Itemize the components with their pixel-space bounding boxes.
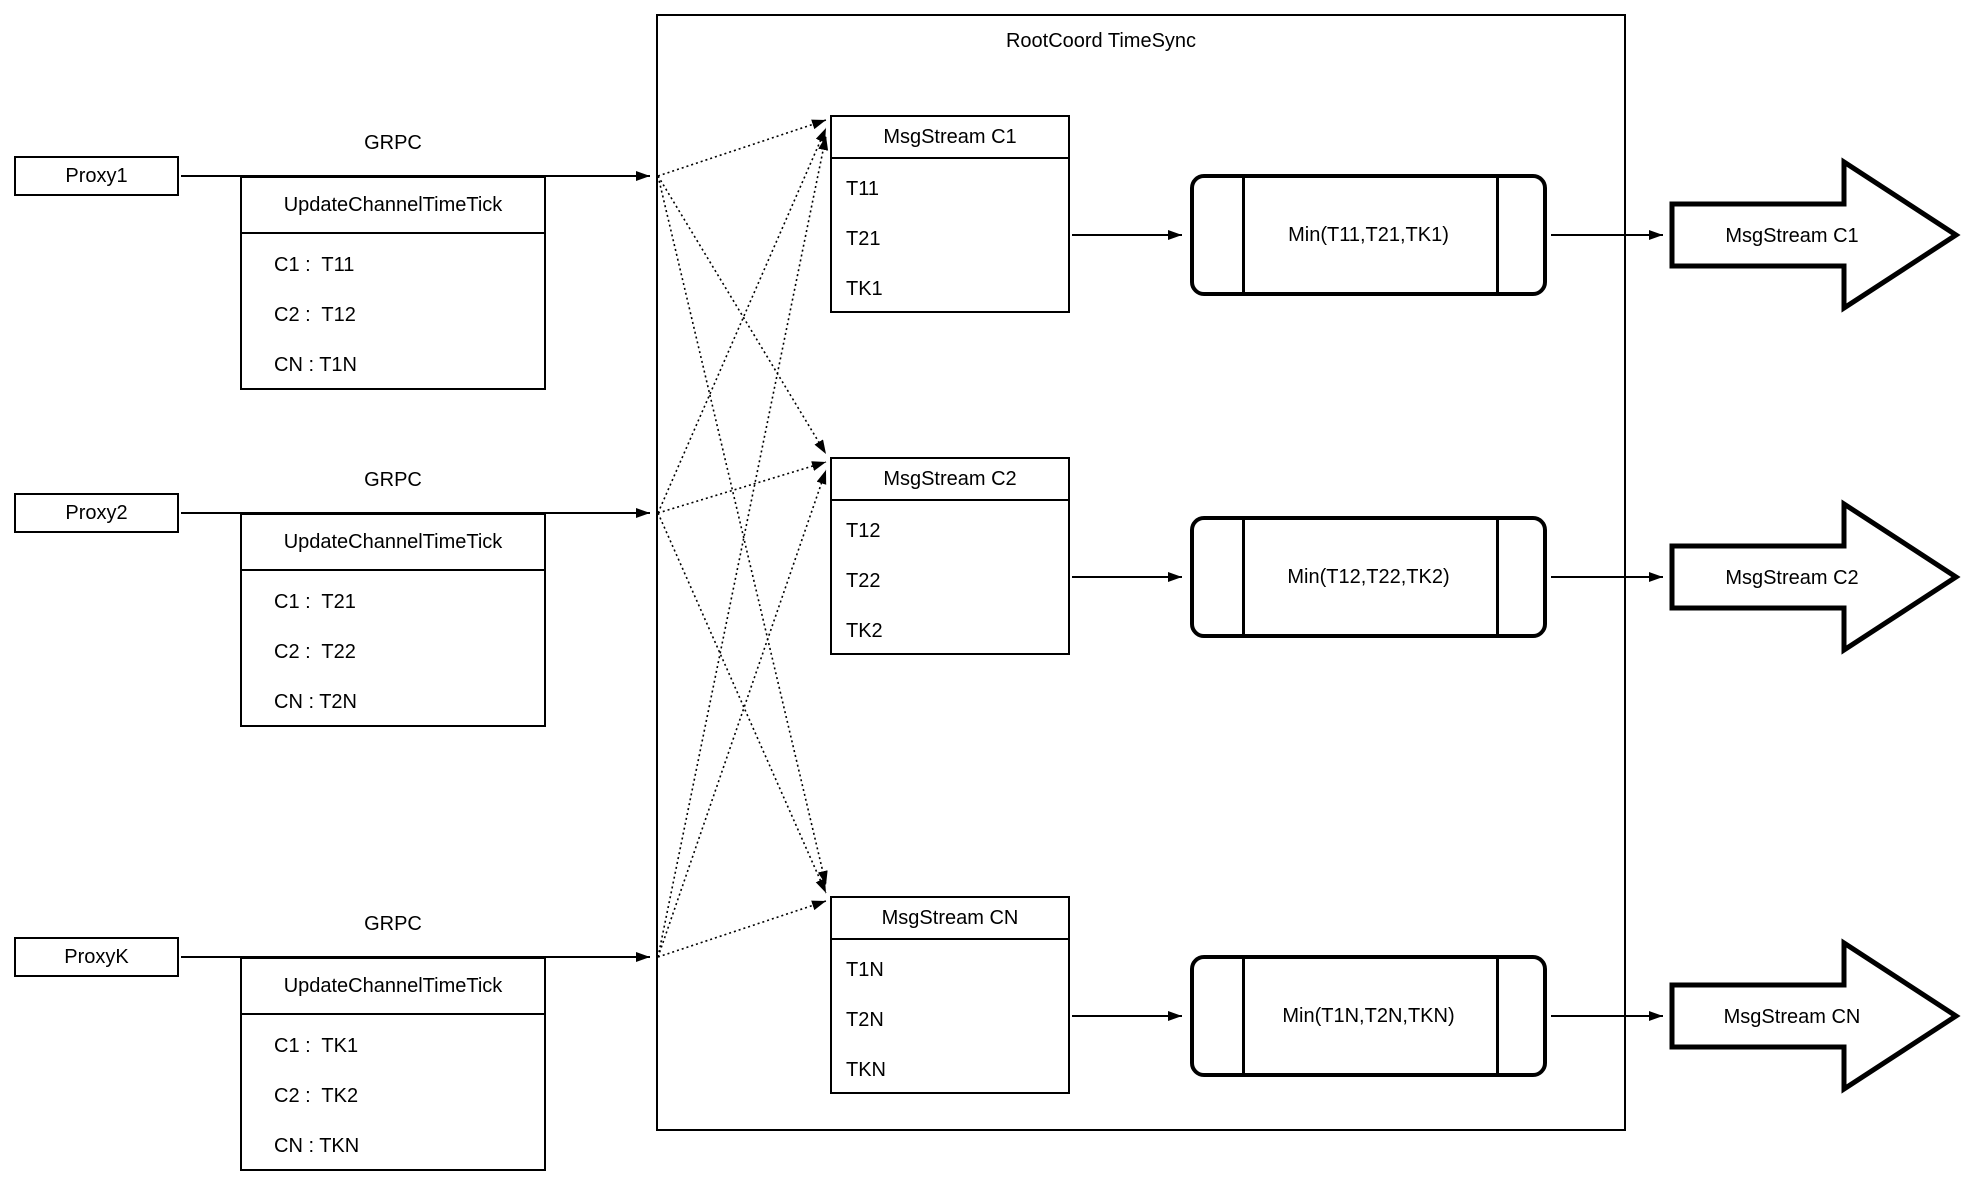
min-box-right-divider: [1496, 520, 1499, 634]
min-box-c2: Min(T12,T22,TK2): [1190, 516, 1547, 638]
proxy1-label: Proxy1: [65, 165, 128, 187]
table-header: UpdateChannelTimeTick: [242, 959, 544, 1015]
output-arrow-label-cn: MsgStream CN: [1724, 1006, 1861, 1028]
min-box-left-divider: [1242, 520, 1245, 634]
table-header: MsgStream C1: [832, 117, 1068, 159]
proxyk-box: ProxyK: [14, 937, 179, 977]
output-arrow-label-c1: MsgStream C1: [1725, 225, 1858, 247]
min-label: Min(T12,T22,TK2): [1287, 565, 1450, 588]
table-row: T2N: [846, 1009, 884, 1031]
table-row: T12: [846, 520, 881, 542]
msgstream-output-arrow-c2: [1669, 499, 1961, 655]
fanout-p2-c1: [657, 127, 827, 514]
min-box-left-divider: [1242, 178, 1245, 292]
table-row: CN : TKN: [274, 1135, 360, 1157]
table-header: UpdateChannelTimeTick: [242, 515, 544, 571]
min-box-right-divider: [1496, 178, 1499, 292]
table-row: CN : T1N: [274, 354, 357, 376]
grpc-label-2: GRPC: [364, 469, 422, 491]
table-row: TKN: [846, 1059, 886, 1081]
table-row: C2 : T12: [274, 304, 356, 326]
proxyk-label: ProxyK: [64, 946, 129, 968]
table-header: UpdateChannelTimeTick: [242, 178, 544, 234]
rootcoord-box: [656, 14, 1626, 1131]
rootcoord-title: RootCoord TimeSync: [1005, 30, 1197, 52]
fanout-pk-c1: [657, 135, 829, 958]
table-header: MsgStream CN: [832, 898, 1068, 940]
output-arrow-label-c2: MsgStream C2: [1725, 567, 1858, 589]
msgstream-table-cn: MsgStream CN T1N T2N TKN: [830, 896, 1070, 1094]
grpc-label-1: GRPC: [364, 132, 422, 154]
table-row: C1 : T21: [274, 591, 356, 613]
fanout-p1-c1: [657, 119, 827, 177]
fanout-p2-c2: [657, 461, 827, 514]
msgstream-output-arrow-cn: [1669, 938, 1961, 1094]
msgstream-table-c1: MsgStream C1 T11 T21 TK1: [830, 115, 1070, 313]
table-row: C2 : T22: [274, 641, 356, 663]
min-label: Min(T11,T21,TK1): [1288, 223, 1449, 246]
table-row: C1 : TK1: [274, 1035, 359, 1057]
table-header: MsgStream C2: [832, 459, 1068, 501]
proxy1-box: Proxy1: [14, 156, 179, 196]
grpc-label-3: GRPC: [364, 913, 422, 935]
update-channel-timetick-table-2: UpdateChannelTimeTick C1 : T21 C2 : T22 …: [240, 513, 546, 727]
msgstream-table-c2: MsgStream C2 T12 T22 TK2: [830, 457, 1070, 655]
table-row: T21: [846, 228, 881, 250]
table-row: TK1: [846, 278, 883, 300]
fanout-pk-cn: [657, 900, 827, 958]
min-box-c1: Min(T11,T21,TK1): [1190, 174, 1547, 296]
fanout-p1-cn: [657, 175, 828, 886]
proxy2-label: Proxy2: [65, 502, 128, 524]
table-row: CN : T2N: [274, 691, 357, 713]
update-channel-timetick-table-3: UpdateChannelTimeTick C1 : TK1 C2 : TK2 …: [240, 957, 546, 1171]
table-row: C1 : T11: [274, 254, 355, 276]
msgstream-output-arrow-c1: [1669, 157, 1961, 313]
table-row: T1N: [846, 959, 884, 981]
update-channel-timetick-table-1: UpdateChannelTimeTick C1 : T11 C2 : T12 …: [240, 176, 546, 390]
table-row: C2 : TK2: [274, 1085, 359, 1107]
proxy2-box: Proxy2: [14, 493, 179, 533]
min-box-right-divider: [1496, 959, 1499, 1073]
min-label: Min(T1N,T2N,TKN): [1282, 1004, 1455, 1027]
fanout-p2-cn: [657, 512, 827, 894]
table-row: TK2: [846, 620, 883, 642]
table-row: T22: [846, 570, 881, 592]
min-box-left-divider: [1242, 959, 1245, 1073]
min-box-cn: Min(T1N,T2N,TKN): [1190, 955, 1547, 1077]
fanout-p1-c2: [657, 175, 827, 455]
table-row: T11: [846, 178, 879, 200]
fanout-pk-c2: [657, 469, 827, 958]
